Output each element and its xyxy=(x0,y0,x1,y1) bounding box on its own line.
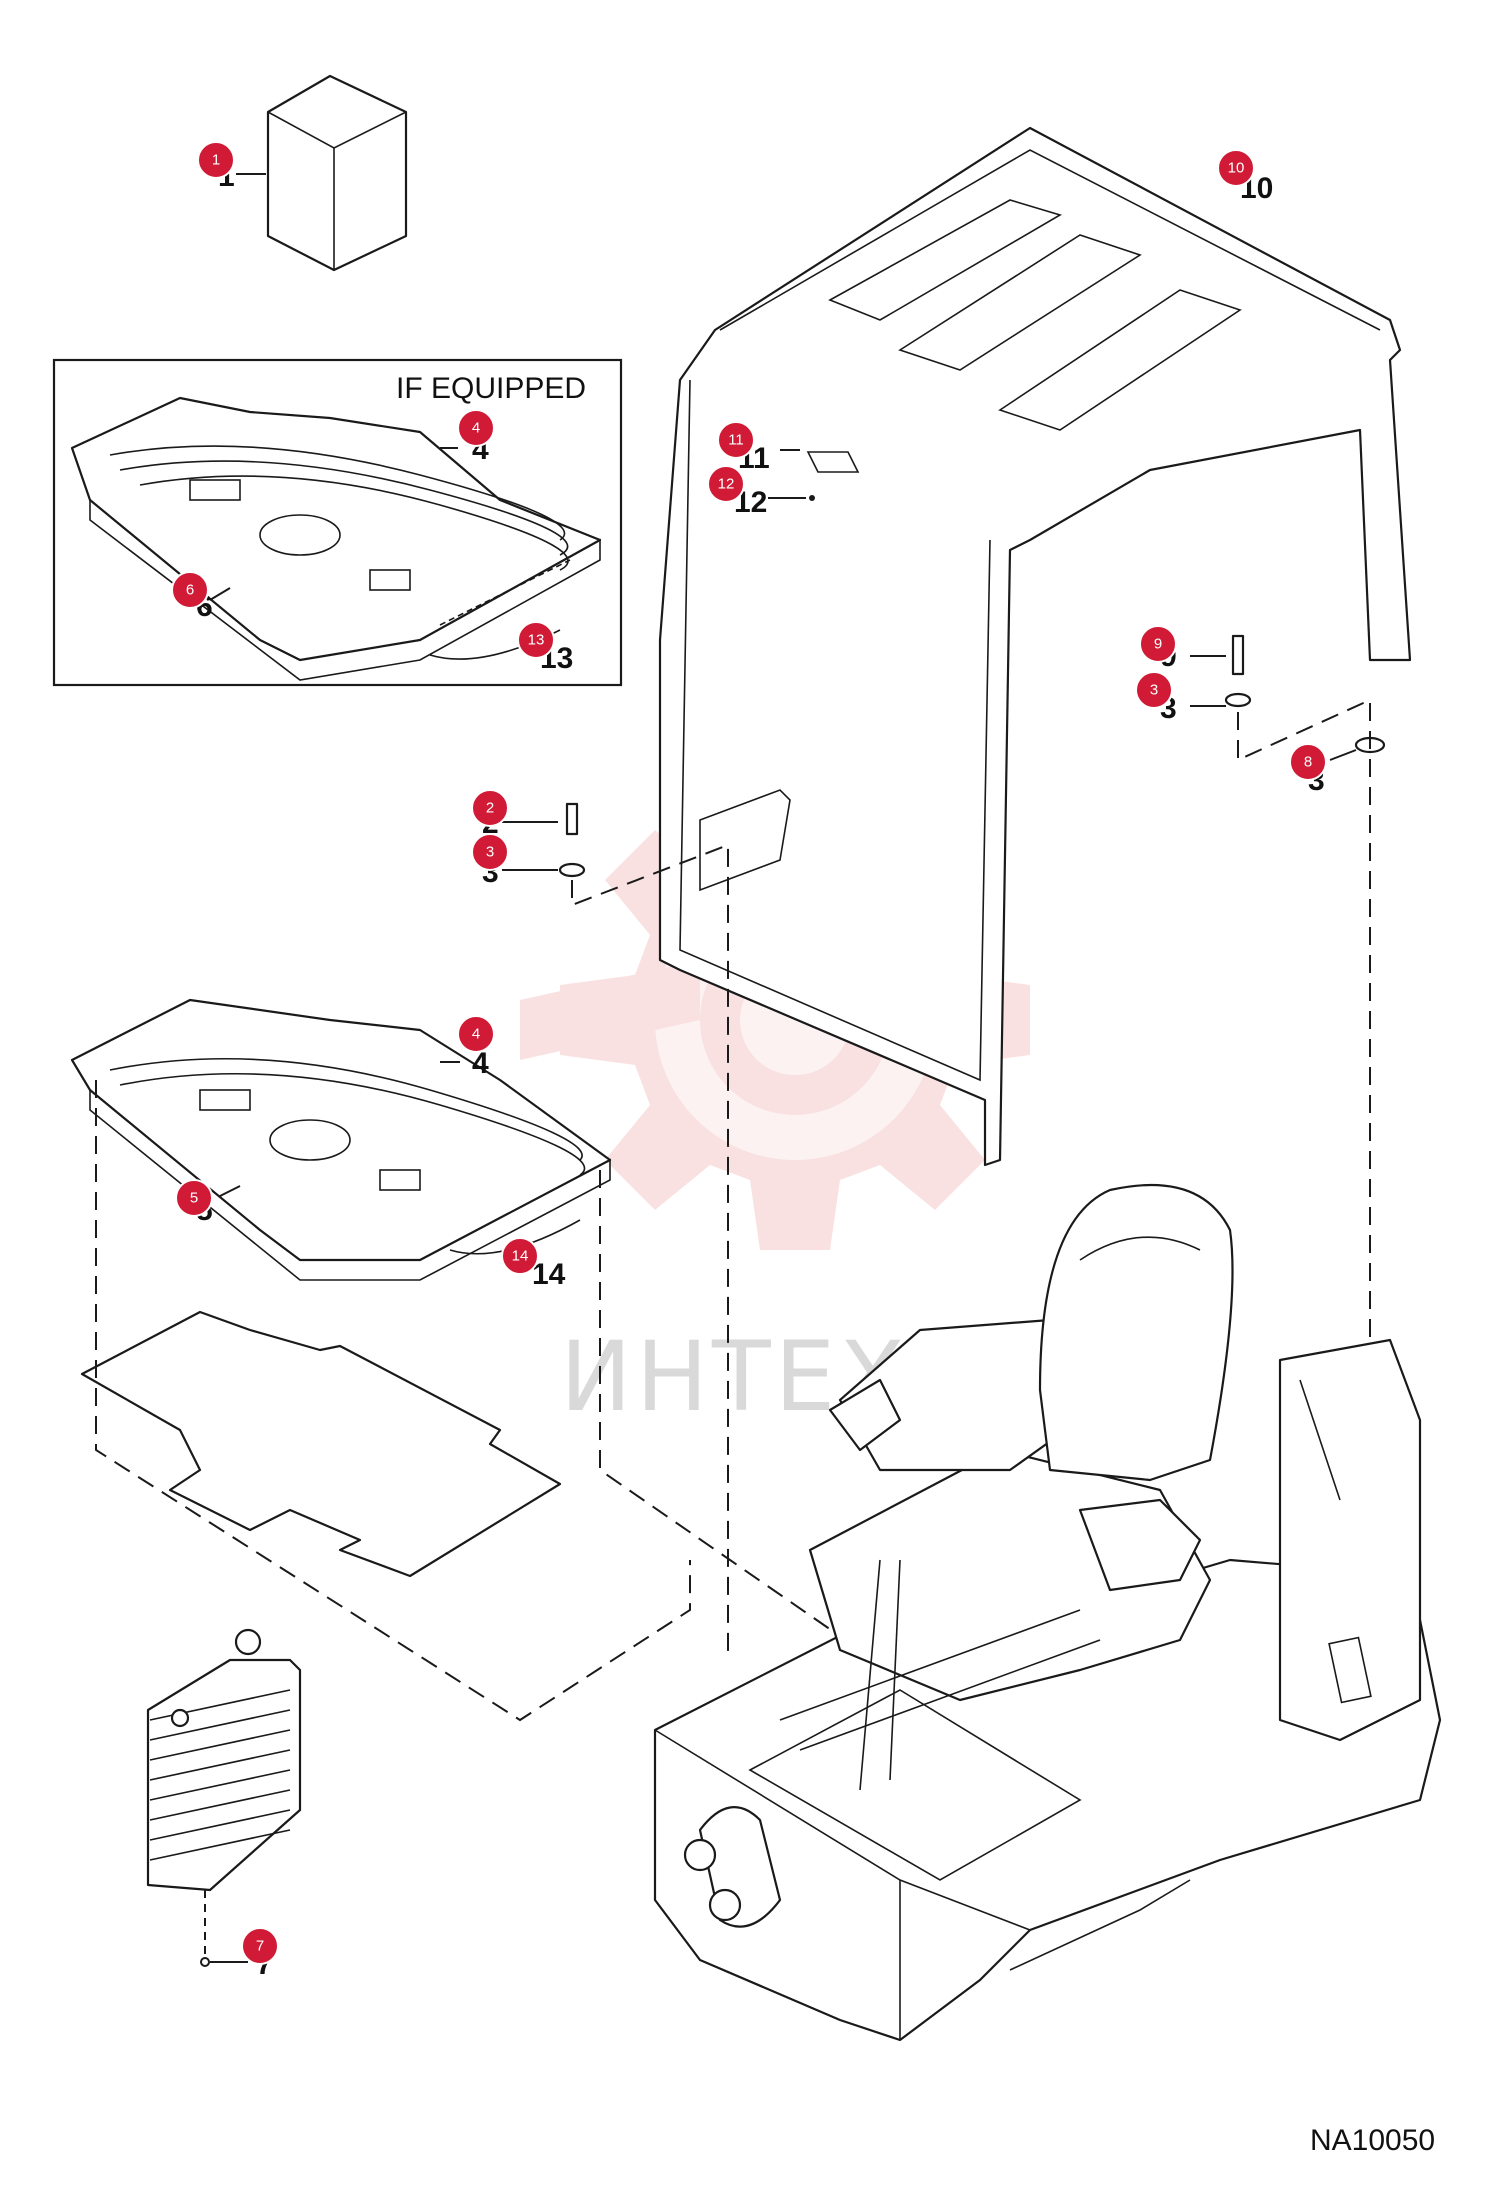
svg-text:8: 8 xyxy=(1304,754,1312,771)
callout-12[interactable]: 12 xyxy=(707,465,745,503)
figure-id-label: NA10050 xyxy=(1310,2124,1435,2157)
if-equipped-inset-frame xyxy=(52,358,623,687)
callout-7[interactable]: 7 xyxy=(241,1927,279,1965)
svg-text:4: 4 xyxy=(472,420,480,437)
svg-text:13: 13 xyxy=(528,632,545,649)
svg-text:9: 9 xyxy=(1154,636,1162,653)
svg-text:7: 7 xyxy=(256,1938,264,1955)
callout-3-left[interactable]: 3 xyxy=(471,833,509,871)
svg-text:3: 3 xyxy=(1150,682,1158,699)
fasteners-left xyxy=(502,802,729,1660)
part-7-heater-core xyxy=(146,1628,302,1967)
svg-text:14: 14 xyxy=(512,1248,529,1265)
machine-base-assembly xyxy=(653,1183,1442,2042)
callout-4[interactable]: 4 xyxy=(457,1015,495,1053)
svg-text:4: 4 xyxy=(472,1026,480,1043)
callout-2[interactable]: 2 xyxy=(471,789,509,827)
svg-text:12: 12 xyxy=(718,476,735,493)
fasteners-right xyxy=(1190,634,1386,1400)
svg-text:11: 11 xyxy=(728,432,744,449)
svg-text:3: 3 xyxy=(486,844,494,861)
callout-14[interactable]: 14 xyxy=(501,1237,539,1275)
svg-text:5: 5 xyxy=(190,1190,198,1207)
callout-3-right[interactable]: 3 xyxy=(1135,671,1173,709)
part-number-14: 14 xyxy=(532,1258,566,1291)
callout-9[interactable]: 9 xyxy=(1139,625,1177,663)
callout-8[interactable]: 8 xyxy=(1289,743,1327,781)
if-equipped-label: IF EQUIPPED xyxy=(396,372,586,405)
part-11-decal xyxy=(806,451,860,473)
floor-dashed-leader xyxy=(95,1080,691,1722)
svg-text:6: 6 xyxy=(186,582,194,599)
callout-10[interactable]: 10 xyxy=(1217,149,1255,187)
part-12-rivet xyxy=(809,495,815,501)
callout-13[interactable]: 13 xyxy=(517,621,555,659)
callout-4-inset[interactable]: 4 xyxy=(457,409,495,447)
part-10-canopy xyxy=(658,126,1412,1167)
floor-dashed-leader-right xyxy=(599,1170,861,1651)
svg-text:2: 2 xyxy=(486,800,494,817)
callout-6[interactable]: 6 xyxy=(171,571,209,609)
svg-text:1: 1 xyxy=(212,152,220,169)
callout-1[interactable]: 1 xyxy=(197,141,235,179)
callout-11[interactable]: 11 xyxy=(717,421,755,459)
part-1-manual-box xyxy=(236,74,408,272)
callout-5[interactable]: 5 xyxy=(175,1179,213,1217)
svg-text:10: 10 xyxy=(1228,160,1245,177)
part-number-4: 4 xyxy=(472,1047,489,1080)
floor-mat xyxy=(80,1310,562,1578)
inset-floor-panel xyxy=(70,396,602,681)
